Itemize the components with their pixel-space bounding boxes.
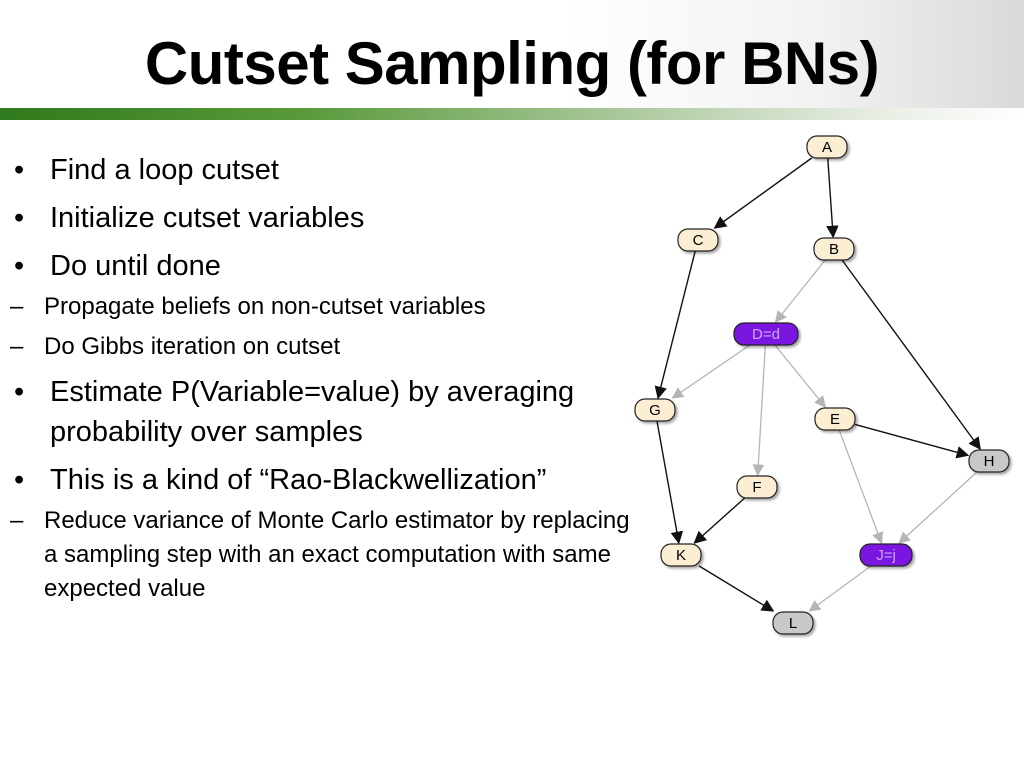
sub-bullet-text: Reduce variance of Monte Carlo estimator…	[44, 507, 630, 602]
node-box	[677, 228, 719, 252]
node-box	[733, 322, 799, 346]
nodes: A C B D=dG E H F K J=jL	[634, 135, 1010, 635]
node-box	[660, 543, 702, 567]
sub-bullet-text: Propagate beliefs on non-cutset variable…	[44, 293, 486, 320]
node-label: F	[752, 479, 761, 496]
node-label: K	[676, 547, 686, 564]
node-a: A	[806, 135, 848, 159]
bullet-rao-blackwell: This is a kind of “Rao-Blackwellization”…	[0, 460, 640, 606]
bullet-text: Find a loop cutset	[50, 154, 279, 186]
title-bar	[0, 0, 1024, 120]
node-label: H	[984, 453, 995, 470]
edge-h-to-j	[898, 471, 978, 544]
node-label: B	[829, 241, 839, 258]
node-label: L	[789, 615, 797, 632]
edge-d-to-e	[774, 344, 826, 408]
edge-b-to-h	[841, 259, 981, 451]
node-label: J=j	[876, 547, 896, 564]
bullet-text: Do until done	[50, 250, 221, 282]
sub-bullet-reduce-variance: –Reduce variance of Monte Carlo estimato…	[0, 504, 640, 606]
edge-b-to-d	[774, 259, 826, 323]
node-j: J=j	[859, 543, 913, 567]
node-label: G	[649, 402, 661, 419]
node-k: K	[660, 543, 702, 567]
node-label: D=d	[752, 326, 780, 343]
node-box	[634, 398, 676, 422]
bullet-initialize: Initialize cutset variables	[0, 198, 640, 238]
node-c: C	[677, 228, 719, 252]
edge-c-to-g	[654, 250, 696, 400]
edge-a-to-c	[713, 157, 813, 229]
sub-bullet-text: Do Gibbs iteration on cutset	[44, 333, 341, 360]
bullet-text: Estimate P(Variable=value) by averaging …	[50, 376, 575, 448]
node-box	[968, 449, 1010, 473]
sub-bullet-list: –Reduce variance of Monte Carlo estimato…	[0, 504, 640, 606]
edge-a-to-b	[826, 157, 839, 239]
node-e: E	[814, 407, 856, 431]
edge-e-to-j	[838, 429, 884, 545]
edge-e-to-h	[854, 423, 970, 459]
edges	[654, 157, 981, 612]
bullet-list: Find a loop cutset Initialize cutset var…	[0, 150, 640, 614]
edge-d-to-g	[671, 344, 751, 399]
bullet-find-cutset: Find a loop cutset	[0, 150, 640, 190]
node-label: C	[693, 232, 704, 249]
node-box	[772, 611, 814, 635]
sub-bullet-propagate: –Propagate beliefs on non-cutset variabl…	[0, 290, 640, 324]
dash: –	[10, 507, 24, 534]
node-box	[806, 135, 848, 159]
node-b: B	[813, 237, 855, 261]
bullet-text: This is a kind of “Rao-Blackwellization”	[50, 464, 547, 496]
node-label: A	[822, 139, 832, 156]
sub-bullet-gibbs: –Do Gibbs iteration on cutset	[0, 330, 640, 364]
node-d: D=d	[733, 322, 799, 346]
slide-title: Cutset Sampling (for BNs)	[144, 30, 880, 97]
edge-d-to-f	[752, 344, 767, 477]
node-box	[736, 475, 778, 499]
node-h: H	[968, 449, 1010, 473]
dash: –	[10, 293, 24, 320]
edge-g-to-k	[656, 420, 684, 545]
sub-bullet-list: –Propagate beliefs on non-cutset variabl…	[0, 290, 640, 364]
node-f: F	[736, 475, 778, 499]
bullet-estimate: Estimate P(Variable=value) by averaging …	[0, 372, 640, 452]
node-label: E	[830, 411, 840, 428]
node-g: G	[634, 398, 676, 422]
bullet-do-until: Do until done –Propagate beliefs on non-…	[0, 246, 640, 364]
title-divider	[0, 108, 1024, 120]
node-box	[859, 543, 913, 567]
dash: –	[10, 333, 24, 360]
node-box	[814, 407, 856, 431]
node-box	[813, 237, 855, 261]
edge-k-to-l	[698, 565, 775, 612]
edge-j-to-l	[808, 565, 872, 612]
node-l: L	[772, 611, 814, 635]
bullet-text: Initialize cutset variables	[50, 202, 365, 234]
edge-f-to-k	[693, 497, 746, 544]
